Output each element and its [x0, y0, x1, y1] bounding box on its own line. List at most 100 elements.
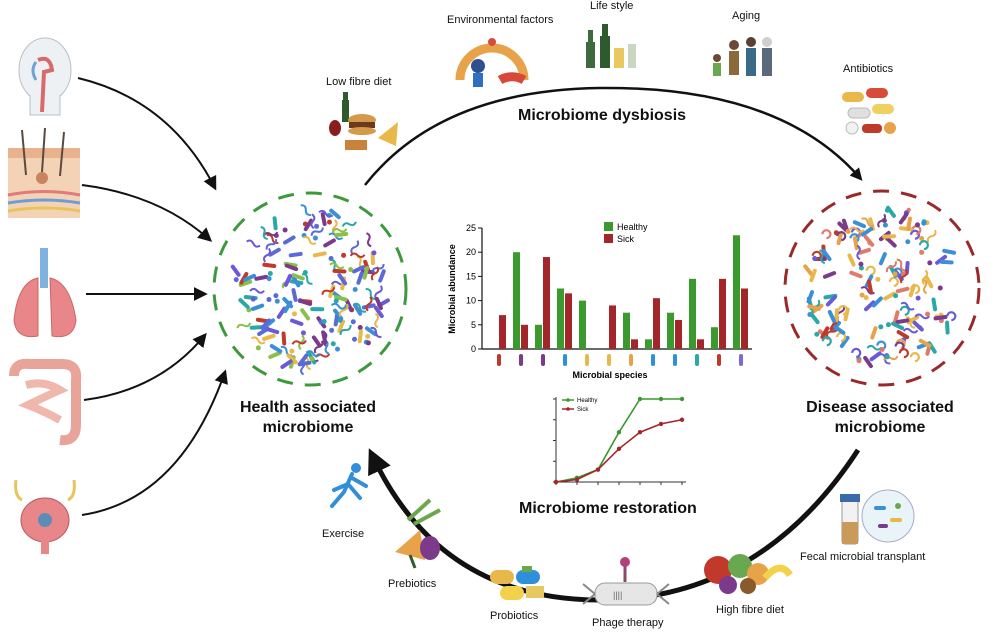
exercise-label: Exercise [322, 528, 365, 540]
microbe-coccus [905, 239, 911, 245]
microbe-coccus [352, 336, 358, 342]
microbe-spirillum [331, 228, 348, 233]
microbe-coccus [812, 255, 818, 261]
microbe-spirillum [313, 340, 324, 354]
microbe-rod [337, 273, 348, 286]
microbe-spirillum [921, 269, 929, 285]
microbe-rod [254, 274, 269, 281]
microbe-spiral [865, 265, 876, 276]
microbe-rod [942, 248, 957, 255]
line-series-healthy [555, 398, 682, 483]
microbe-rod [250, 303, 265, 311]
arrow-skin [81, 184, 213, 242]
microbe-rod [868, 217, 875, 231]
microbe-rod [284, 263, 299, 272]
microbe-coccus [882, 222, 888, 228]
fecal-microbial-transplant-label: Fecal microbial transplant [800, 551, 926, 563]
line-point-sick-2 [595, 467, 601, 472]
microbe-rod [939, 259, 954, 265]
microbe-rod [238, 279, 253, 288]
microbe-rod [869, 351, 882, 362]
species-icon-7 [651, 354, 655, 366]
line-point-healthy-4 [637, 396, 643, 402]
bottles-icon [586, 24, 636, 68]
microbe-rod [863, 355, 873, 369]
bar-healthy-2 [535, 324, 542, 349]
microbe-spirillum [849, 226, 865, 233]
microbe-spiral [918, 240, 929, 251]
bar-sick-11 [741, 288, 748, 349]
microbe-spirillum [250, 336, 266, 345]
microbe-spirillum [856, 244, 861, 261]
microbe-coccus [233, 277, 239, 283]
phage-icon: |||| [582, 557, 670, 606]
microbe-rod [262, 262, 277, 268]
microbe-rod [356, 271, 364, 285]
microbe-coccus [348, 267, 354, 273]
microbe-spirillum [861, 217, 875, 227]
microbe-rod [870, 326, 878, 340]
microbe-rod [895, 318, 910, 325]
microbe-rod [298, 353, 309, 366]
head-airway-icon [18, 37, 72, 116]
arrow-bladder [81, 369, 228, 516]
line-legend-marker-healthy [566, 398, 570, 402]
microbe-rod [834, 308, 839, 323]
microbe-coccus [925, 311, 931, 317]
microbe-spirillum [318, 209, 334, 218]
microbe-rod [230, 264, 241, 277]
microbe-rod [843, 307, 850, 322]
microbe-rod [337, 319, 345, 333]
microbe-rod [885, 236, 897, 248]
microbe-spiral [836, 231, 847, 242]
species-icon-9 [695, 354, 699, 366]
bar-healthy-8 [667, 312, 674, 349]
microbe-spirillum [366, 232, 372, 248]
microbe-rod [329, 208, 341, 220]
microbe-rod [312, 251, 327, 258]
microbe-spiral [946, 311, 957, 322]
microbe-rod [866, 279, 873, 294]
microbe-spirillum [291, 339, 307, 345]
line-legend-label-healthy: Healthy [577, 398, 597, 404]
microbe-rod [303, 218, 314, 232]
microbe-rod [280, 359, 293, 369]
family-icon [713, 37, 772, 76]
bar-healthy-4 [579, 300, 586, 349]
microbe-rod [878, 252, 887, 266]
microbe-rod [281, 331, 287, 346]
microbe-spiral [909, 352, 920, 363]
microbe-rod [807, 304, 821, 311]
microbe-rod [290, 318, 304, 327]
microbe-coccus [267, 271, 273, 277]
bar-sick-1 [521, 324, 528, 349]
fast-food-icon [329, 92, 398, 150]
microbe-coccus [289, 348, 295, 354]
aging-label: Aging [732, 10, 761, 22]
microbe-coccus [334, 346, 340, 352]
line-point-healthy-3 [616, 430, 622, 435]
microbe-rod [806, 290, 815, 304]
bar-y-tick-label: 5 [471, 320, 476, 330]
microbe-spirillum [877, 213, 887, 228]
microbe-coccus [915, 222, 921, 228]
microbe-spirillum [310, 227, 324, 236]
microbe-coccus [919, 249, 925, 255]
microbe-coccus [858, 265, 864, 271]
environmental-factors-label: Environmental factors [447, 14, 554, 26]
microbe-spiral [811, 250, 822, 261]
low-fibre-diet-label: Low fibre diet [326, 76, 392, 88]
microbe-coccus [321, 318, 327, 324]
microbe-rod [864, 300, 876, 312]
microbe-rod [357, 329, 363, 344]
health-microbiome-title: Health associated microbiome [239, 399, 377, 436]
microbe-spirillum [305, 350, 321, 358]
microbe-rod [320, 212, 327, 226]
bar-sick-0 [499, 315, 506, 349]
microbe-rod [912, 320, 924, 332]
microbe-spirillum [298, 334, 305, 350]
microbe-spiral [911, 225, 922, 236]
microbe-coccus [274, 298, 280, 304]
bar-healthy-11 [733, 235, 740, 349]
